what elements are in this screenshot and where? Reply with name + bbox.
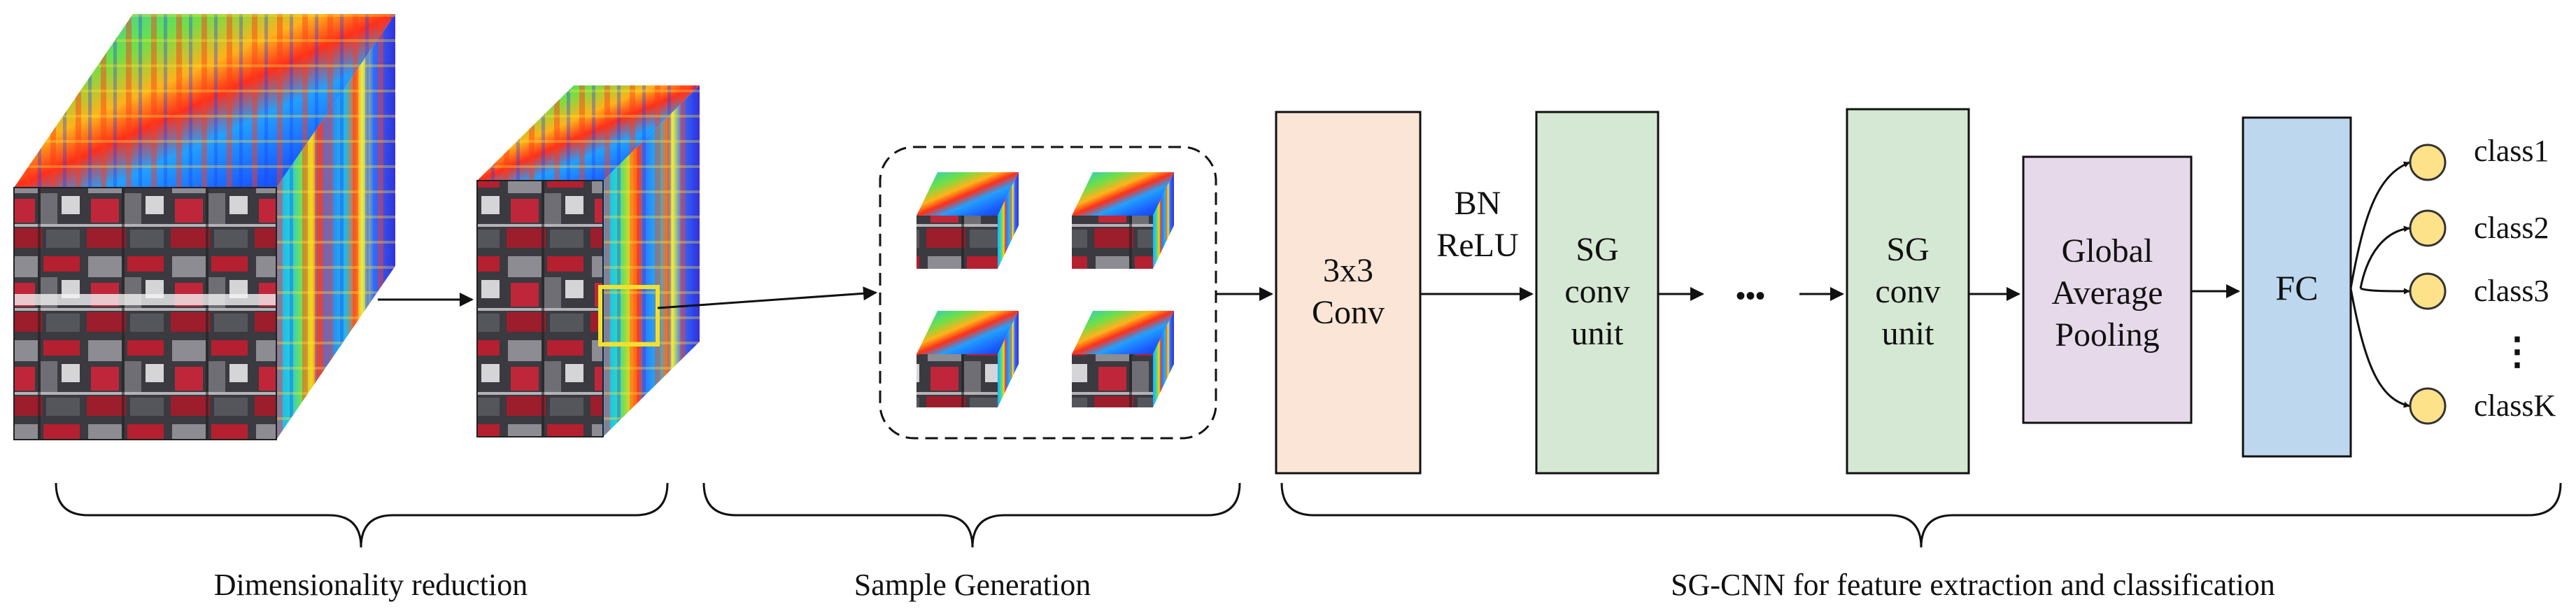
brace-sgcnn (1280, 482, 2562, 548)
relu-label: ReLU (1436, 227, 1518, 264)
sg1-label-line2: conv (1564, 273, 1629, 310)
class-label-k: classK (2474, 388, 2556, 423)
hyperspectral-cube-original (13, 14, 395, 440)
class-label-1: class1 (2474, 134, 2549, 168)
fc-label: FC (2275, 268, 2318, 307)
sg-conv-unit-2 (1846, 108, 1970, 475)
ellipsis: ••• (1736, 280, 1765, 312)
stage-label-sample-generation: Sample Generation (854, 568, 1091, 602)
sample-patch-3 (917, 311, 1019, 407)
class-label-3: class3 (2474, 274, 2549, 308)
class-node-3 (2409, 272, 2447, 310)
class-node-k (2409, 387, 2447, 425)
stage-label-sgcnn: SG-CNN for feature extraction and classi… (1671, 568, 2275, 602)
class-node-2 (2409, 209, 2447, 247)
bn-label: BN (1455, 185, 1501, 222)
gap-label-line2: Average (2052, 274, 2163, 312)
gap-label-line1: Global (2062, 232, 2153, 270)
class-node-1 (2409, 144, 2447, 181)
class-label-2: class2 (2474, 211, 2549, 245)
sample-patch-4 (1072, 311, 1174, 407)
sample-patch-1 (917, 172, 1019, 269)
conv-block (1275, 111, 1422, 475)
sample-generation-box (879, 146, 1217, 440)
hyperspectral-cube-reduced (476, 85, 700, 438)
sg1-label-line1: SG (1576, 231, 1618, 268)
output-connections (2349, 161, 2410, 408)
gap-label-line3: Pooling (2055, 316, 2159, 354)
fc-block (2242, 116, 2352, 458)
conv-label-line1: 3x3 (1323, 252, 1373, 289)
arrow-patch-to-samples (657, 286, 877, 309)
sg1-label-line3: unit (1571, 315, 1624, 352)
global-average-pooling-block (2022, 155, 2193, 424)
sample-patch-2 (1072, 172, 1174, 269)
patch-highlight (598, 285, 660, 346)
brace-sample-generation (702, 482, 1241, 548)
sg2-label-line2: conv (1875, 273, 1940, 310)
sg-conv-unit-1 (1535, 111, 1659, 475)
conv-label-line2: Conv (1312, 294, 1385, 331)
sg2-label-line3: unit (1882, 315, 1934, 352)
class-vertical-ellipsis: ⋮ (2498, 330, 2536, 372)
brace-dim-reduction (55, 482, 669, 548)
sg2-label-line1: SG (1886, 231, 1929, 268)
stage-label-dim-reduction: Dimensionality reduction (214, 568, 528, 602)
